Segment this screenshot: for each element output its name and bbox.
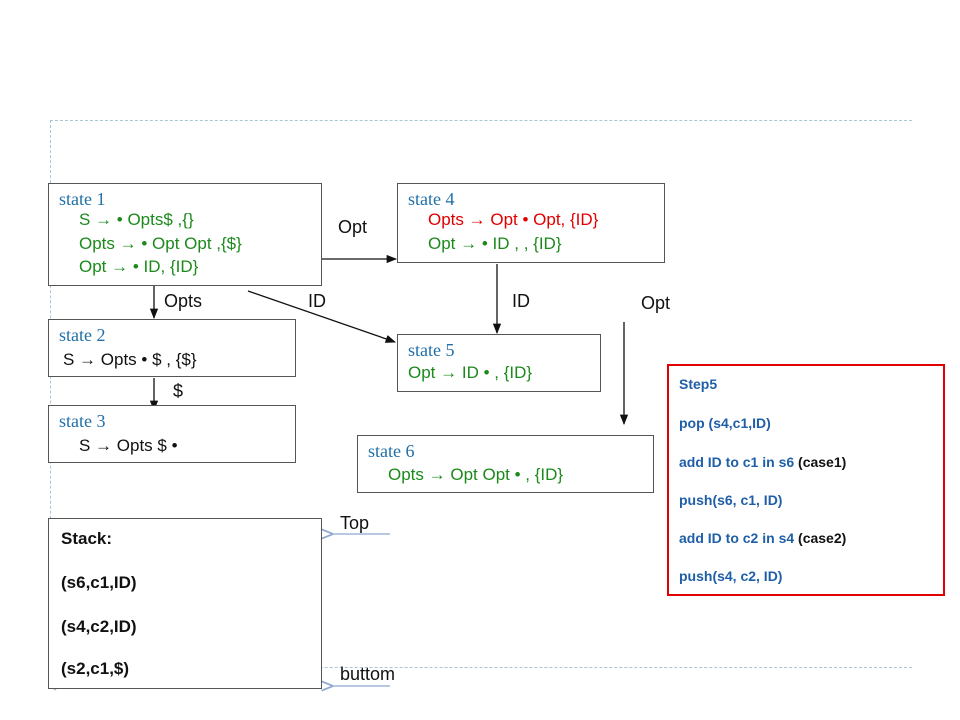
step-title: Step5 (679, 376, 718, 392)
step-line-2: add ID to c1 in s6 (case1) (679, 454, 846, 470)
edge-4-6-label: Opt (641, 293, 671, 313)
step-line-1: pop (s4,c1,ID) (679, 415, 771, 431)
state-6-item-1: Opts → Opt Opt • , {ID} (388, 465, 564, 484)
step-line-5: push(s4, c2, ID) (679, 568, 783, 584)
step-line-2-action: add ID to c1 in s6 (679, 454, 795, 470)
state-6-title: state 6 (368, 441, 415, 461)
bottom-guide-line (50, 667, 912, 668)
state-1-box: state 1 S → • Opts$ ,{} Opts → • Opt Opt… (48, 183, 322, 286)
step-line-4-action: add ID to c2 in s4 (679, 530, 795, 546)
edge-1-2-label: Opts (164, 291, 203, 311)
state-5-title: state 5 (408, 340, 455, 360)
state-1-item-3: Opt → • ID, {ID} (79, 257, 199, 276)
state-4-item-2: Opt → • ID , , {ID} (428, 234, 562, 253)
state-4-title: state 4 (408, 189, 455, 209)
edge-4-5-label: ID (512, 291, 530, 311)
state-1-item-2: Opts → • Opt Opt ,{$} (79, 234, 242, 253)
stack-item-1: (s6,c1,ID) (61, 573, 137, 592)
state-2-box: state 2 S → Opts • $ , {$} (48, 319, 296, 377)
stack-title: Stack: (61, 529, 113, 548)
stack-item-3: (s2,c1,$) (61, 659, 130, 678)
stack-item-2: (s4,c2,ID) (61, 617, 137, 636)
state-4-item-1: Opts → Opt • Opt, {ID} (428, 210, 599, 229)
state-3-box: state 3 S → Opts $ • (48, 405, 296, 463)
state-3-title: state 3 (59, 411, 106, 431)
stack-bottom-label: buttom (340, 664, 396, 684)
step-line-3: push(s6, c1, ID) (679, 492, 783, 508)
edge-1-5-arrow (247, 290, 396, 343)
stack-box: Stack: (s6,c1,ID) (s4,c2,ID) (s2,c1,$) (48, 518, 322, 689)
state-1-item-1: S → • Opts$ ,{} (79, 210, 194, 229)
step-line-4: add ID to c2 in s4 (case2) (679, 530, 846, 546)
state-3-item-1: S → Opts $ • (79, 436, 178, 455)
step-line-4-case: (case2) (794, 530, 847, 546)
state-2-title: state 2 (59, 325, 106, 345)
step-box: Step5 pop (s4,c1,ID) add ID to c1 in s6 … (667, 364, 945, 596)
edge-2-3-label: $ (173, 381, 184, 401)
state-1-title: state 1 (59, 189, 106, 209)
edge-1-4-label: Opt (338, 217, 368, 237)
edge-1-5-label: ID (308, 291, 326, 311)
step-line-2-case: (case1) (794, 454, 847, 470)
state-2-item-1: S → Opts • $ , {$} (63, 350, 197, 369)
state-4-box: state 4 Opts → Opt • Opt, {ID} Opt → • I… (397, 183, 665, 263)
state-5-item-1: Opt → ID • , {ID} (408, 363, 533, 382)
top-guide-line (50, 120, 912, 121)
state-5-box: state 5 Opt → ID • , {ID} (397, 334, 601, 392)
left-guide-line (50, 120, 51, 684)
state-6-box: state 6 Opts → Opt Opt • , {ID} (357, 435, 654, 493)
stack-top-label: Top (340, 513, 370, 533)
